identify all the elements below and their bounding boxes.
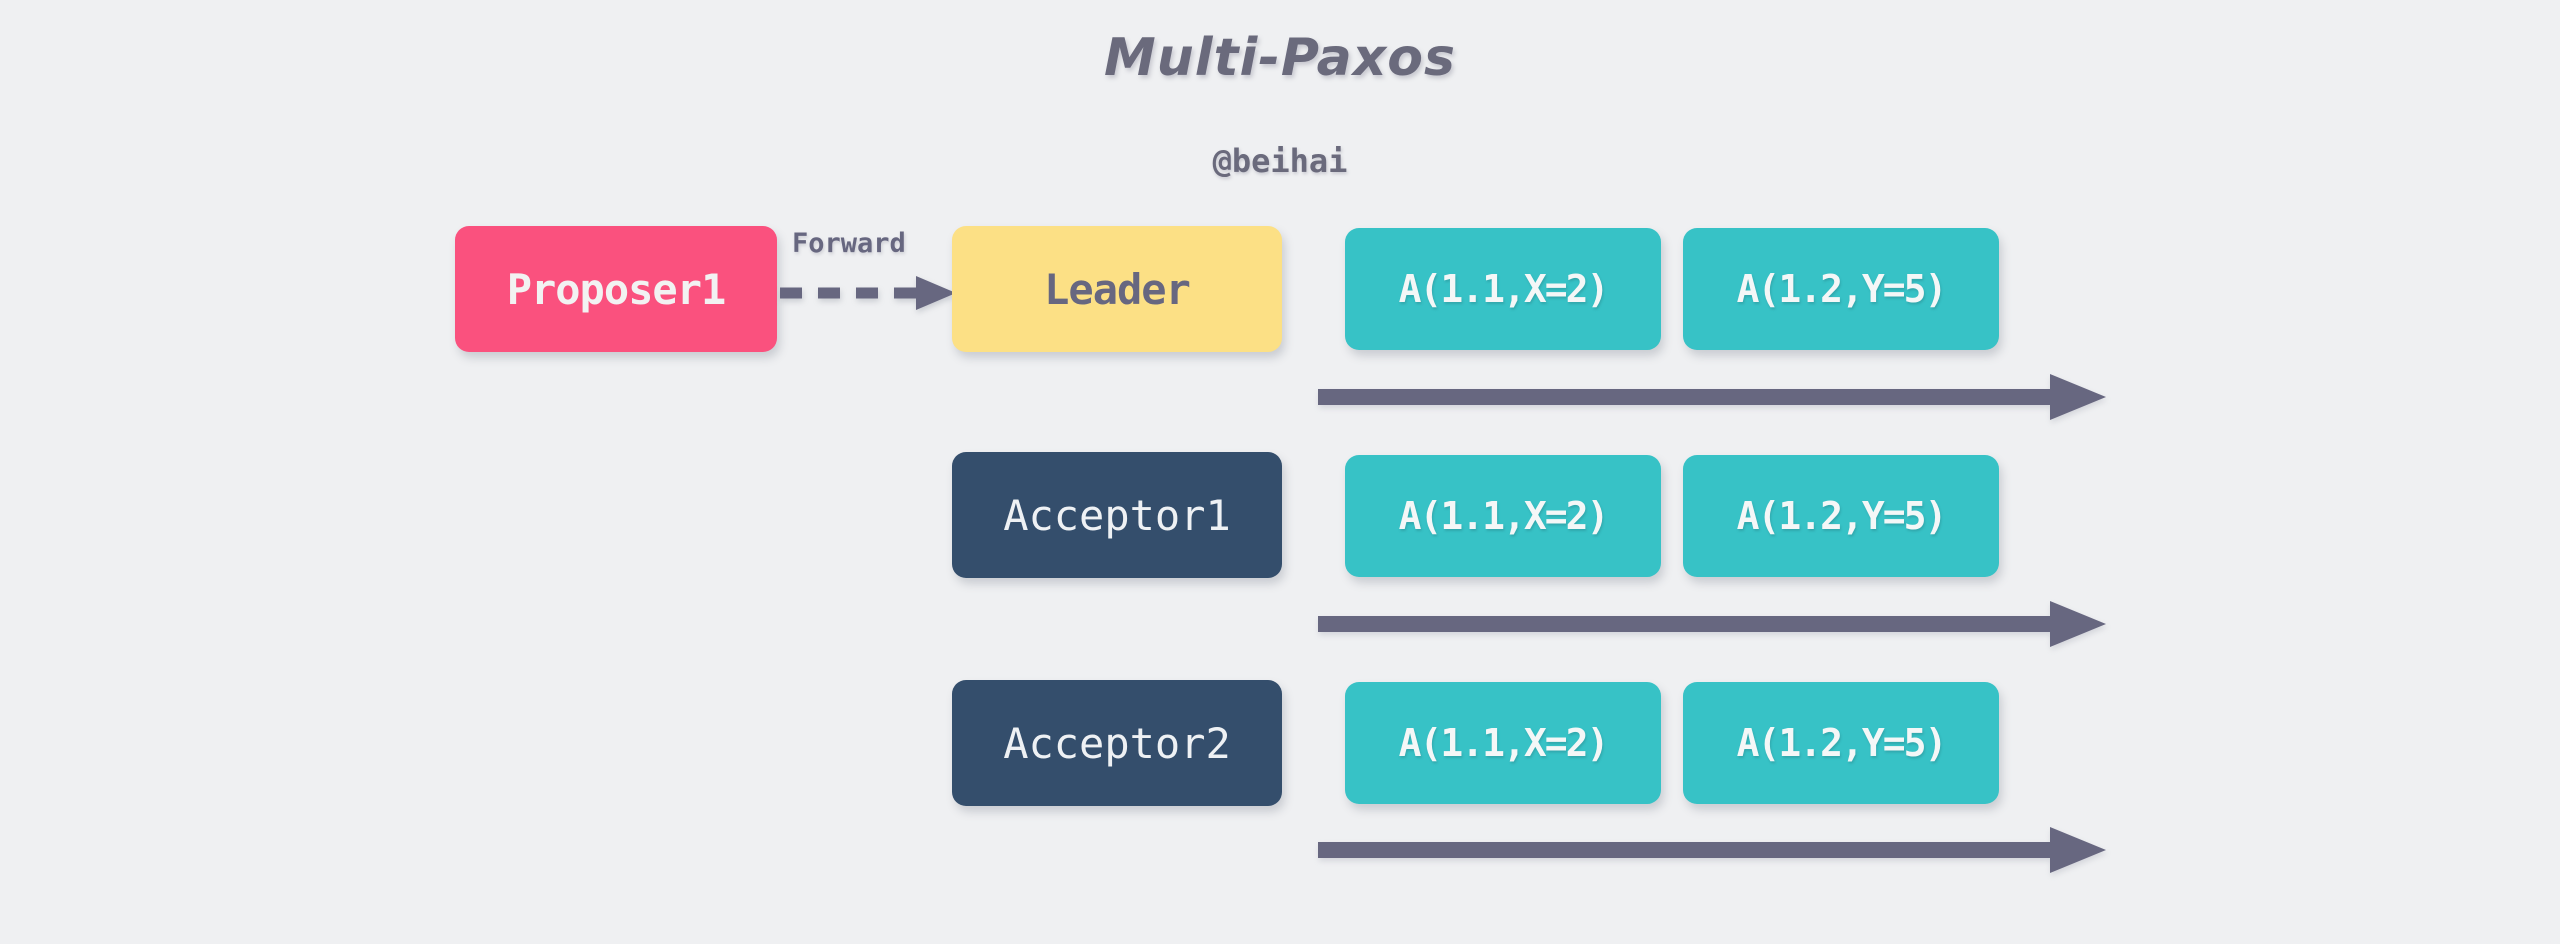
node-acceptor2-label: Acceptor2 xyxy=(1003,718,1231,768)
node-leader-label: Leader xyxy=(1044,264,1191,314)
log-entry-leader-slot2[interactable]: A(1.2,Y=5) xyxy=(1683,228,1999,350)
author-handle: @beihai xyxy=(1212,142,1348,180)
timeline-arrow-acceptor2 xyxy=(1318,827,2106,873)
log-entry-acceptor2-slot2-label: A(1.2,Y=5) xyxy=(1736,721,1948,765)
node-proposer1-label: Proposer1 xyxy=(506,264,727,314)
forward-dashed-arrow-icon xyxy=(780,276,956,310)
log-entry-acceptor1-slot2[interactable]: A(1.2,Y=5) xyxy=(1683,455,1999,577)
node-acceptor1[interactable]: Acceptor1 xyxy=(952,452,1282,578)
timeline-arrow-leader xyxy=(1318,374,2106,420)
log-entry-acceptor2-slot1[interactable]: A(1.1,X=2) xyxy=(1345,682,1661,804)
log-entry-leader-slot2-label: A(1.2,Y=5) xyxy=(1736,267,1948,311)
node-acceptor2[interactable]: Acceptor2 xyxy=(952,680,1282,806)
log-entry-leader-slot1-label: A(1.1,X=2) xyxy=(1398,267,1610,311)
log-entry-acceptor2-slot1-label: A(1.1,X=2) xyxy=(1398,721,1610,765)
log-entry-acceptor1-slot1-label: A(1.1,X=2) xyxy=(1398,494,1610,538)
log-entry-acceptor1-slot1[interactable]: A(1.1,X=2) xyxy=(1345,455,1661,577)
log-entry-acceptor2-slot2[interactable]: A(1.2,Y=5) xyxy=(1683,682,1999,804)
edge-label-forward: Forward xyxy=(792,228,906,259)
timeline-arrow-acceptor1 xyxy=(1318,601,2106,647)
page-title: Multi-Paxos xyxy=(1104,28,1456,88)
node-proposer1[interactable]: Proposer1 xyxy=(455,226,777,352)
node-leader[interactable]: Leader xyxy=(952,226,1282,352)
node-acceptor1-label: Acceptor1 xyxy=(1003,490,1231,540)
log-entry-acceptor1-slot2-label: A(1.2,Y=5) xyxy=(1736,494,1948,538)
log-entry-leader-slot1[interactable]: A(1.1,X=2) xyxy=(1345,228,1661,350)
